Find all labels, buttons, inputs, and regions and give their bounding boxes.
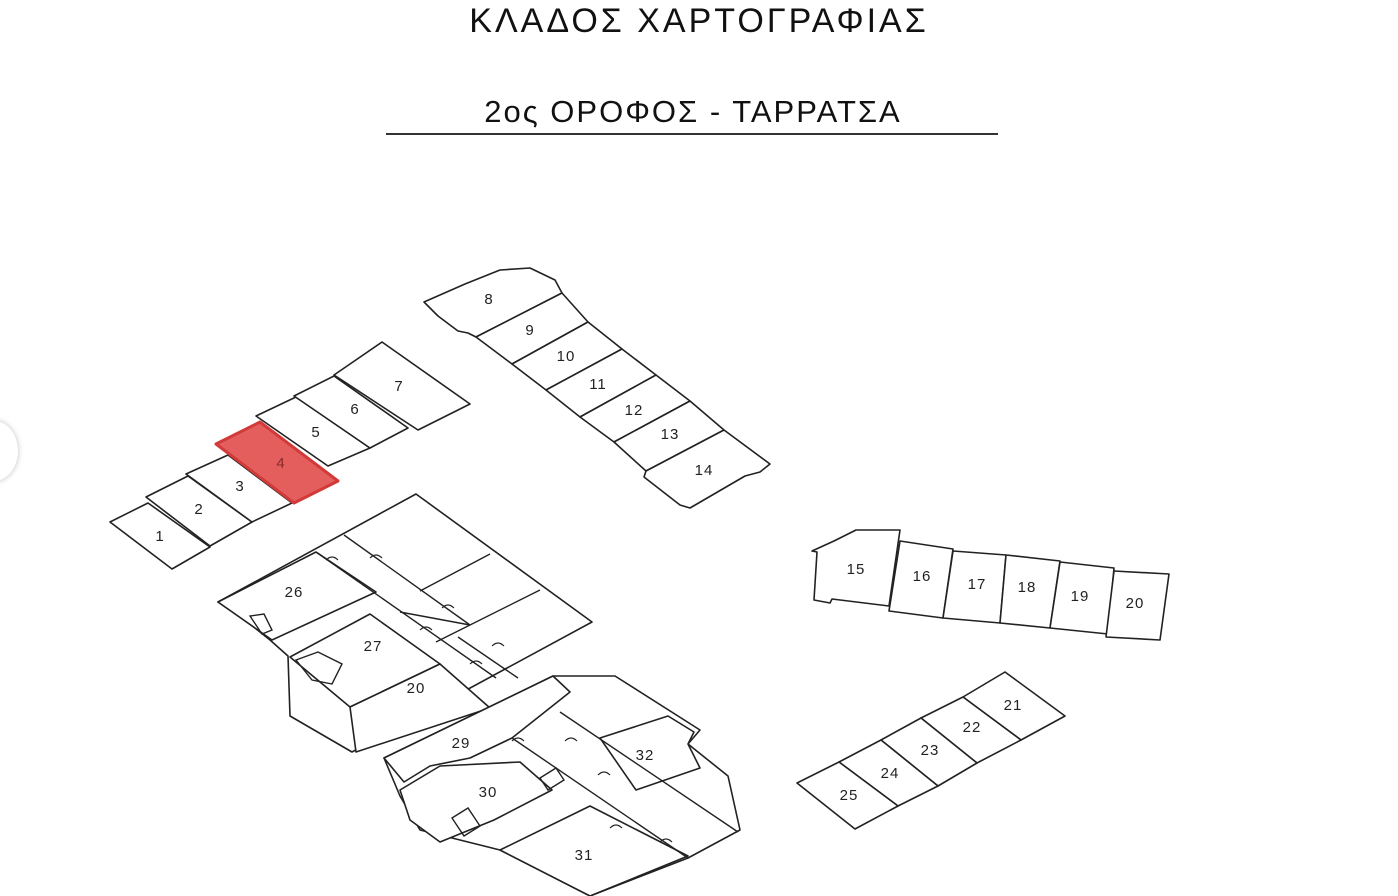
room-14[interactable] [643, 429, 771, 509]
labels-rooms-8-14: 8 9 10 11 12 13 14 [484, 291, 714, 479]
room-label-12: 12 [625, 402, 644, 419]
door-marks [325, 554, 505, 665]
room-label-30: 30 [479, 784, 498, 801]
room-label-23: 23 [921, 742, 940, 759]
room-26[interactable] [217, 551, 377, 641]
room-label-17: 17 [968, 576, 987, 593]
room-label-15: 15 [847, 561, 866, 578]
room-label-2: 2 [194, 501, 203, 518]
wall [435, 589, 541, 643]
circle-handle-icon[interactable] [0, 421, 18, 481]
room-1[interactable] [109, 502, 211, 570]
room-label-25: 25 [840, 787, 859, 804]
subtitle-underline [386, 133, 998, 135]
room-label-31: 31 [575, 847, 594, 864]
labels-rooms-1-7: 1 2 3 4 5 6 7 [155, 378, 403, 545]
room-label-7: 7 [394, 378, 403, 395]
floor-subtitle: 2ος ΟΡΟΦΟΣ - ΤΑΡΡΑΤΣΑ [484, 94, 902, 129]
room-label-13: 13 [661, 426, 680, 443]
room-31[interactable] [499, 805, 689, 896]
room-label-24: 24 [881, 765, 900, 782]
labels-rooms-15-20: 15 16 17 18 19 20 [847, 561, 1145, 612]
room-label-9: 9 [525, 322, 534, 339]
block-rooms-21-25 [796, 671, 1066, 830]
room-20[interactable] [1105, 570, 1170, 641]
room-7[interactable] [333, 341, 471, 431]
labels-rooms-26-27: 26 27 20 [285, 584, 426, 697]
room-label-32: 32 [636, 747, 655, 764]
room-15[interactable] [811, 529, 901, 607]
wall [559, 711, 739, 833]
block-rooms-15-20 [811, 529, 1170, 641]
labels-rooms-21-25: 21 22 23 24 25 [840, 697, 1023, 804]
room-label-3: 3 [235, 478, 244, 495]
room-label-29: 29 [452, 735, 471, 752]
room-label-20: 20 [1126, 595, 1145, 612]
map-title: ΚΛΑΔΟΣ ΧΑΡΤΟΓΡΑΦΙΑΣ [469, 2, 929, 40]
wall [511, 737, 689, 859]
room-label-11: 11 [589, 376, 607, 393]
wall [315, 551, 497, 679]
room-30[interactable] [399, 761, 553, 843]
room-label-8: 8 [484, 291, 493, 308]
room-label-26: 26 [285, 584, 304, 601]
room-label-6: 6 [350, 401, 359, 418]
block-rooms-26-27 [217, 493, 593, 753]
wall [399, 611, 471, 626]
room-label-22: 22 [963, 719, 982, 736]
room-29[interactable] [383, 675, 571, 783]
room-label-21: 21 [1004, 697, 1023, 714]
room-32[interactable] [599, 715, 701, 791]
room-label-14: 14 [695, 462, 714, 479]
wall [343, 534, 471, 626]
room-label-27: 27 [364, 638, 383, 655]
room-6[interactable] [293, 375, 409, 449]
stair-marks [248, 613, 343, 685]
room-label-4: 4 [276, 455, 285, 472]
door-marks [511, 737, 673, 843]
room-label-18: 18 [1018, 579, 1037, 596]
block-rooms-29-32 [383, 675, 741, 896]
room-label-19: 19 [1071, 588, 1090, 605]
room-label-5: 5 [311, 424, 320, 441]
room-label-16: 16 [913, 568, 932, 585]
labels-rooms-29-32: 29 30 31 32 [452, 735, 655, 864]
room-label-1: 1 [155, 528, 164, 545]
block-rooms-8-14 [423, 267, 771, 509]
block-rooms-1-7 [109, 341, 471, 570]
room-label-10: 10 [557, 348, 576, 365]
stair-marks [451, 767, 565, 837]
room-4-selected[interactable] [214, 420, 340, 505]
wall [419, 553, 491, 592]
wall [457, 636, 519, 679]
room-25[interactable] [796, 761, 899, 830]
room-label-20-lower: 20 [407, 680, 426, 697]
